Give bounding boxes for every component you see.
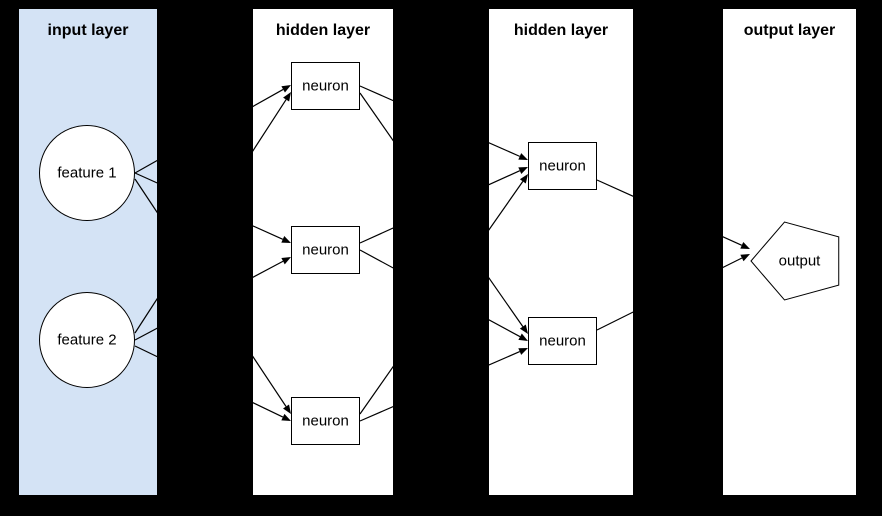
panel-gutter-0: [158, 0, 252, 516]
canvas-margin-v-1: [0, 496, 882, 516]
layer-title-hidden-1: hidden layer: [275, 22, 371, 39]
canvas-margin-v-0: [0, 0, 882, 8]
layer-title-hidden-2: hidden layer: [513, 22, 609, 39]
hidden1-neuron-2[interactable]: neuron: [291, 226, 360, 274]
hidden2-neuron-1-label: neuron: [539, 157, 586, 175]
hidden2-neuron-1[interactable]: neuron: [528, 142, 597, 190]
layer-panel-hidden-2[interactable]: hidden layer: [488, 8, 634, 496]
canvas-margin-0: [0, 0, 18, 516]
canvas-margin-1: [857, 0, 882, 516]
hidden2-neuron-2-label: neuron: [539, 332, 586, 350]
input-node-feature-2[interactable]: feature 2: [39, 292, 135, 388]
input-node-feature-2-label: feature 2: [57, 331, 117, 349]
panel-gutter-2: [634, 0, 722, 516]
output-node[interactable]: output: [750, 219, 849, 303]
input-node-feature-1-label: feature 1: [57, 164, 117, 182]
hidden1-neuron-3[interactable]: neuron: [291, 397, 360, 445]
layer-title-output: output layer: [743, 22, 836, 39]
hidden1-neuron-1-label: neuron: [302, 77, 349, 95]
output-node-label: output: [778, 252, 821, 270]
panel-gutter-1: [394, 0, 488, 516]
pentagon-shape-icon: [750, 221, 840, 301]
hidden1-neuron-3-label: neuron: [302, 412, 349, 430]
layer-panel-input[interactable]: input layer: [18, 8, 158, 496]
hidden1-neuron-2-label: neuron: [302, 241, 349, 259]
layer-title-input: input layer: [47, 22, 129, 39]
hidden1-neuron-1[interactable]: neuron: [291, 62, 360, 110]
hidden2-neuron-2[interactable]: neuron: [528, 317, 597, 365]
input-node-feature-1[interactable]: feature 1: [39, 125, 135, 221]
